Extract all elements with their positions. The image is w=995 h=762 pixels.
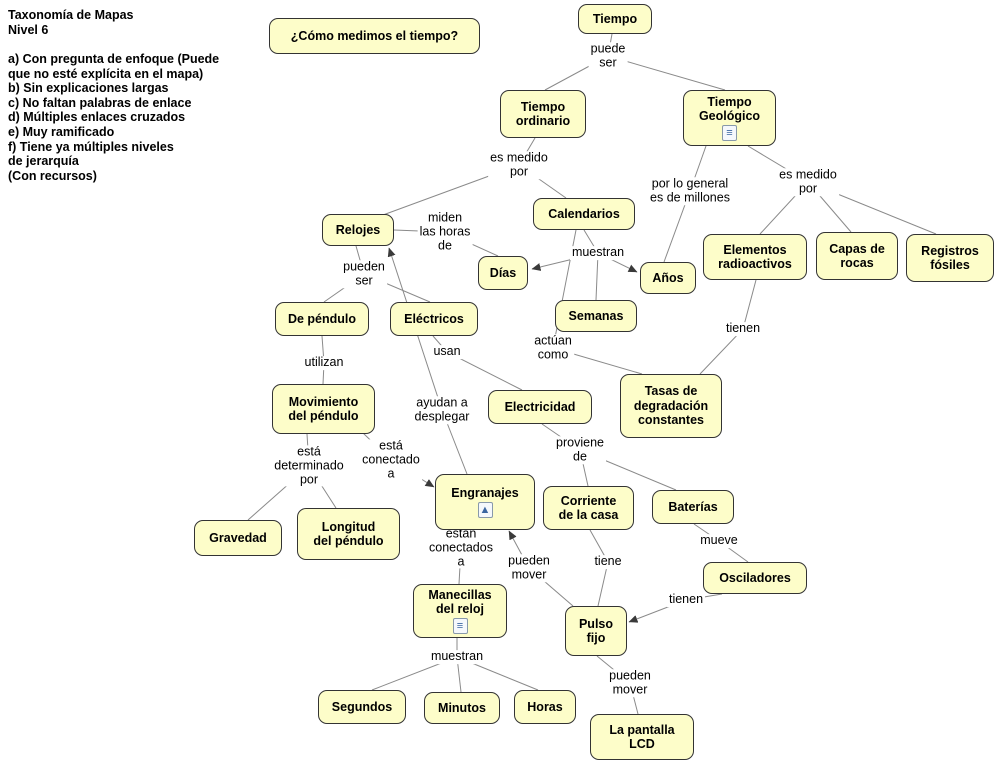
link-label-actuan-como[interactable]: actúan como <box>532 333 574 362</box>
node-manecillas-reloj[interactable]: Manecillas del reloj ≡ <box>413 584 507 638</box>
node-label: Eléctricos <box>404 311 464 326</box>
node-label: Tiempo <box>592 11 638 26</box>
node-label: Semanas <box>568 308 624 323</box>
document-resource-icon[interactable]: ≡ <box>452 618 468 635</box>
node-label: Relojes <box>335 222 381 237</box>
node-tiempo-geologico[interactable]: Tiempo Geológico ≡ <box>683 90 776 146</box>
map-taxonomy-description: Taxonomía de Mapas Nivel 6 a) Con pregun… <box>8 8 220 183</box>
node-semanas[interactable]: Semanas <box>555 300 637 332</box>
node-label: Segundos <box>331 699 393 714</box>
document-resource-icon[interactable]: ≡ <box>722 125 737 142</box>
node-tasas-degradacion[interactable]: Tasas de degradación constantes <box>620 374 722 438</box>
link-label-tiene[interactable]: tiene <box>592 554 624 569</box>
node-tiempo[interactable]: Tiempo <box>578 4 652 34</box>
link-label-esta-determinado-por[interactable]: está determinado por <box>272 444 346 487</box>
node-label: Minutos <box>438 700 486 715</box>
link-label-pueden-mover-2[interactable]: pueden mover <box>607 668 653 697</box>
node-de-pendulo[interactable]: De péndulo <box>275 302 369 336</box>
node-label: Osciladores <box>719 570 791 585</box>
link-label-muestran-1[interactable]: muestran <box>569 245 627 260</box>
node-longitud-pendulo[interactable]: Longitud del péndulo <box>297 508 400 560</box>
node-registros-fosiles[interactable]: Registros fósiles <box>906 234 994 282</box>
node-horas[interactable]: Horas <box>514 690 576 724</box>
link-label-ayudan-a-desplegar[interactable]: ayudan a desplegar <box>412 395 472 424</box>
link-label-esta-conectado-a[interactable]: está conectado a <box>360 438 422 481</box>
connector-line <box>595 252 599 301</box>
node-label: Pulso fijo <box>578 616 614 645</box>
link-label-proviene-de[interactable]: proviene de <box>554 435 606 464</box>
node-label: Manecillas del reloj <box>428 587 492 616</box>
connector-line <box>607 55 726 91</box>
node-corriente-casa[interactable]: Corriente de la casa <box>543 486 634 530</box>
node-capas-de-rocas[interactable]: Capas de rocas <box>816 232 898 280</box>
node-label: Horas <box>527 699 563 714</box>
node-label: Tiempo ordinario <box>515 99 571 128</box>
link-label-es-medido-por-1[interactable]: es medido por <box>488 150 550 179</box>
link-label-muestran-2[interactable]: muestran <box>428 649 486 664</box>
link-label-utilizan[interactable]: utilizan <box>302 355 346 370</box>
node-label: Tasas de degradación constantes <box>633 384 709 428</box>
node-electricos[interactable]: Eléctricos <box>390 302 478 336</box>
node-label: De péndulo <box>287 311 357 326</box>
node-baterias[interactable]: Baterías <box>652 490 734 524</box>
node-dias[interactable]: Días <box>478 256 528 290</box>
link-label-es-medido-por-2[interactable]: es medido por <box>777 167 839 196</box>
node-pregunta-enfoque[interactable]: ¿Cómo medimos el tiempo? <box>269 18 480 54</box>
node-label: Longitud del péndulo <box>313 519 384 548</box>
link-label-puede-ser[interactable]: puede ser <box>588 41 628 70</box>
node-calendarios[interactable]: Calendarios <box>533 198 635 230</box>
node-segundos[interactable]: Segundos <box>318 690 406 724</box>
connector-line <box>371 638 458 691</box>
node-relojes[interactable]: Relojes <box>322 214 394 246</box>
node-movimiento-pendulo[interactable]: Movimiento del péndulo <box>272 384 375 434</box>
node-label: Días <box>489 265 517 280</box>
node-engranajes[interactable]: Engranajes ▲ <box>435 474 535 530</box>
node-label: Gravedad <box>209 530 267 545</box>
node-elementos-radioactivos[interactable]: Elementos radioactivos <box>703 234 807 280</box>
link-label-usan[interactable]: usan <box>431 344 463 359</box>
link-label-pueden-mover-1[interactable]: pueden mover <box>506 553 552 582</box>
node-label: Registros fósiles <box>921 243 979 272</box>
link-label-pueden-ser[interactable]: pueden ser <box>341 259 387 288</box>
node-label: Tiempo Geológico <box>698 94 761 123</box>
node-label: Baterías <box>668 499 718 514</box>
node-tiempo-ordinario[interactable]: Tiempo ordinario <box>500 90 586 138</box>
link-label-por-lo-general-es-de-millones[interactable]: por lo general es de millones <box>648 176 732 205</box>
node-label: Movimiento del péndulo <box>288 394 359 423</box>
node-electricidad[interactable]: Electricidad <box>488 390 592 424</box>
link-label-estan-conectados-a[interactable]: están conectados a <box>427 526 495 569</box>
node-label: ¿Cómo medimos el tiempo? <box>290 28 459 43</box>
node-label: Calendarios <box>548 206 620 221</box>
node-gravedad[interactable]: Gravedad <box>194 520 282 556</box>
node-label: Corriente de la casa <box>558 493 619 522</box>
node-label: La pantalla LCD <box>609 722 675 751</box>
node-label: Engranajes <box>451 485 519 500</box>
node-anios[interactable]: Años <box>640 262 696 294</box>
node-label: Años <box>652 270 684 285</box>
node-label: Elementos radioactivos <box>718 242 792 271</box>
link-label-tienen-1[interactable]: tienen <box>723 321 763 336</box>
link-label-mueve[interactable]: mueve <box>698 533 740 548</box>
link-label-miden-las-horas-de[interactable]: miden las horas de <box>417 210 473 253</box>
link-label-tienen-2[interactable]: tienen <box>666 592 706 607</box>
node-label: Electricidad <box>504 399 576 414</box>
node-minutos[interactable]: Minutos <box>424 692 500 724</box>
image-resource-icon[interactable]: ▲ <box>477 502 493 519</box>
node-label: Capas de rocas <box>829 241 885 270</box>
node-pantalla-lcd[interactable]: La pantalla LCD <box>590 714 694 760</box>
node-osciladores[interactable]: Osciladores <box>703 562 807 594</box>
node-pulso-fijo[interactable]: Pulso fijo <box>565 606 627 656</box>
